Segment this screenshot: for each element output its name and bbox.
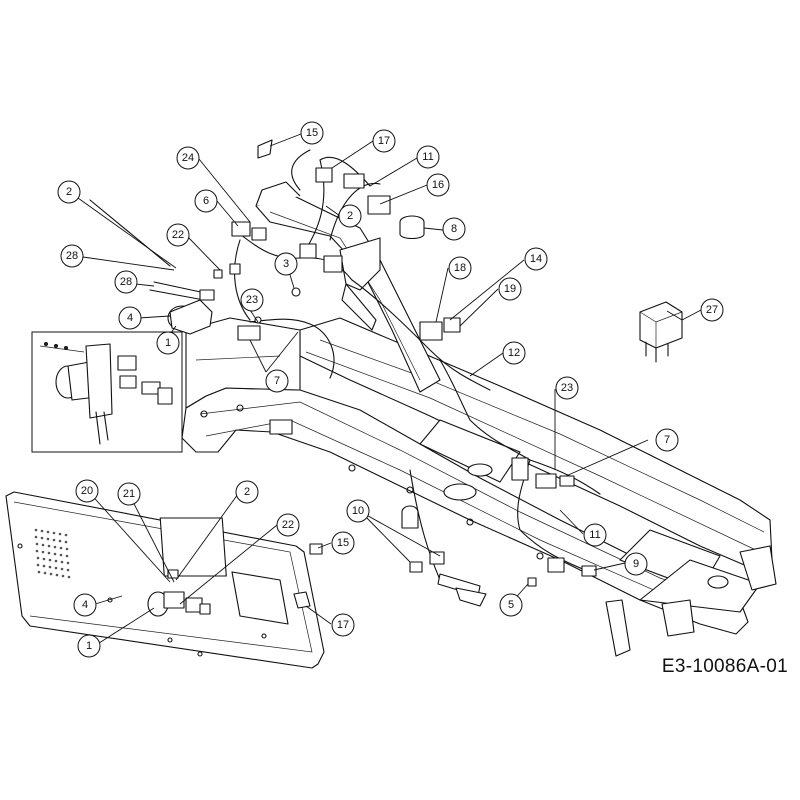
callout-22-top: 22 [166,223,190,247]
drawing-reference-number: E3-10086A-01 [661,656,788,677]
part-27-relay [639,301,683,363]
svg-text:2: 2 [244,486,250,498]
svg-text:10: 10 [352,505,364,517]
svg-text:9: 9 [633,558,639,570]
callout-7-left: 7 [265,369,289,393]
callout-5: 5 [499,593,523,617]
panel-vent-grid [34,528,71,579]
svg-text:12: 12 [508,347,520,359]
callout-1-panel: 1 [77,634,101,658]
callout-12: 12 [502,341,526,365]
callout-23-left: 23 [240,288,264,312]
svg-text:7: 7 [274,375,280,387]
svg-text:22: 22 [282,519,294,531]
callout-17-panel: 17 [331,613,355,637]
svg-text:11: 11 [589,529,600,541]
svg-text:11: 11 [422,151,433,163]
svg-text:3: 3 [283,258,289,270]
svg-text:8: 8 [451,223,457,235]
callout-2-left: 2 [57,180,81,204]
svg-text:24: 24 [182,152,194,164]
svg-text:1: 1 [165,337,171,349]
svg-text:2: 2 [347,210,353,222]
svg-text:27: 27 [706,304,718,316]
callout-11-lower: 11 [583,523,607,547]
callout-14: 14 [524,247,548,271]
callout-23-right: 23 [555,376,579,400]
svg-text:21: 21 [123,488,135,500]
callout-19: 19 [498,277,522,301]
svg-text:4: 4 [82,599,88,611]
svg-text:17: 17 [378,135,390,147]
callout-10: 10 [346,499,370,523]
callout-24: 24 [176,146,200,170]
callout-17-top: 17 [372,129,396,153]
dash-panel [5,491,325,669]
steering-support-tube [255,181,441,393]
callout-2-mid: 2 [338,204,362,228]
callout-7-right: 7 [655,428,679,452]
svg-text:23: 23 [561,382,573,394]
harness-connectors [231,139,597,607]
svg-text:1: 1 [86,640,92,652]
callout-18: 18 [448,256,472,280]
callout-15-panel: 15 [331,531,355,555]
callout-21: 21 [117,482,141,506]
callouts: 15 17 11 24 16 2 6 2 8 22 3 14 18 28 28 … [57,121,724,658]
callout-2-panel: 2 [235,480,259,504]
svg-text:28: 28 [66,250,78,262]
svg-text:7: 7 [664,434,670,446]
callout-4-top: 4 [118,306,142,330]
svg-text:16: 16 [432,179,444,191]
svg-text:6: 6 [203,195,209,207]
leader-lines [70,133,683,646]
callout-4-panel: 4 [73,593,97,617]
svg-text:28: 28 [120,276,132,288]
svg-text:20: 20 [81,485,93,497]
svg-text:22: 22 [172,229,184,241]
callout-15-top: 15 [300,121,324,145]
callout-28-lower: 28 [114,270,138,294]
svg-text:15: 15 [306,127,318,139]
svg-text:15: 15 [337,537,349,549]
svg-text:19: 19 [504,283,516,295]
svg-text:4: 4 [127,312,133,324]
callout-6: 6 [194,189,218,213]
svg-text:17: 17 [337,619,349,631]
solenoid-assembly [89,199,241,335]
callout-20: 20 [75,479,99,503]
svg-text:5: 5 [508,599,514,611]
callout-22-panel: 22 [276,513,300,537]
svg-text:2: 2 [66,186,72,198]
callout-9: 9 [624,552,648,576]
svg-text:18: 18 [454,262,466,274]
callout-3: 3 [274,252,298,276]
svg-text:23: 23 [246,294,258,306]
callout-27: 27 [700,298,724,322]
callout-1-top: 1 [156,331,180,355]
svg-text:14: 14 [530,253,542,265]
detail-inset [31,331,183,453]
callout-16: 16 [426,173,450,197]
callout-11-top: 11 [416,145,440,169]
callout-28-top: 28 [60,244,84,268]
callout-8: 8 [442,217,466,241]
part-8-bushing [399,215,425,240]
